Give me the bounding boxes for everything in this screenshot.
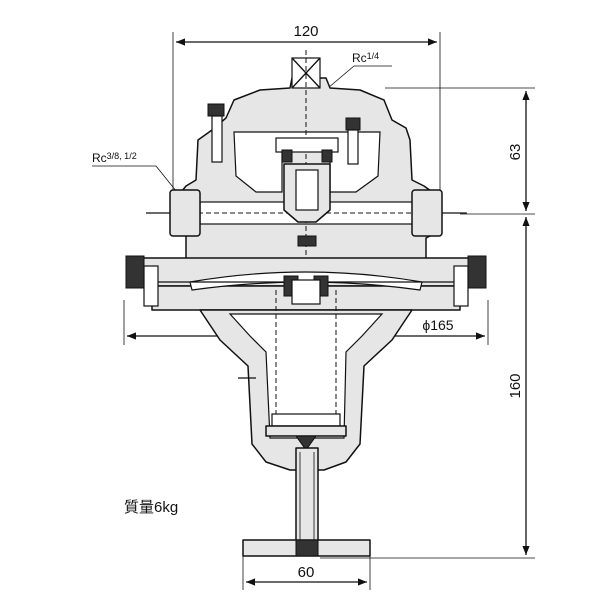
top-port-size: 1/4 (367, 51, 380, 61)
valve-body (146, 50, 470, 480)
dimension-width-top: 120 (293, 23, 318, 40)
dimension-width-bottom: 60 (298, 564, 315, 581)
spring-housing (199, 290, 413, 471)
adjusting-handle (242, 435, 371, 557)
diaphragm-flange (125, 255, 487, 311)
dimension-lines (92, 32, 535, 590)
adjusting-screw (295, 447, 319, 545)
top-port-rc: Rc (352, 51, 367, 65)
side-port-label: Rc3/8, 1/2 (92, 151, 137, 165)
dimension-diameter: ϕ165 (422, 317, 453, 333)
side-port-size: 3/8, 1/2 (107, 151, 137, 161)
top-port-label: Rc1/4 (352, 51, 379, 65)
dimension-height-upper: 63 (507, 144, 524, 161)
dimension-height-lower: 160 (507, 373, 524, 398)
side-port-rc: Rc (92, 151, 107, 165)
mass-label: 質量6kg (124, 498, 178, 516)
